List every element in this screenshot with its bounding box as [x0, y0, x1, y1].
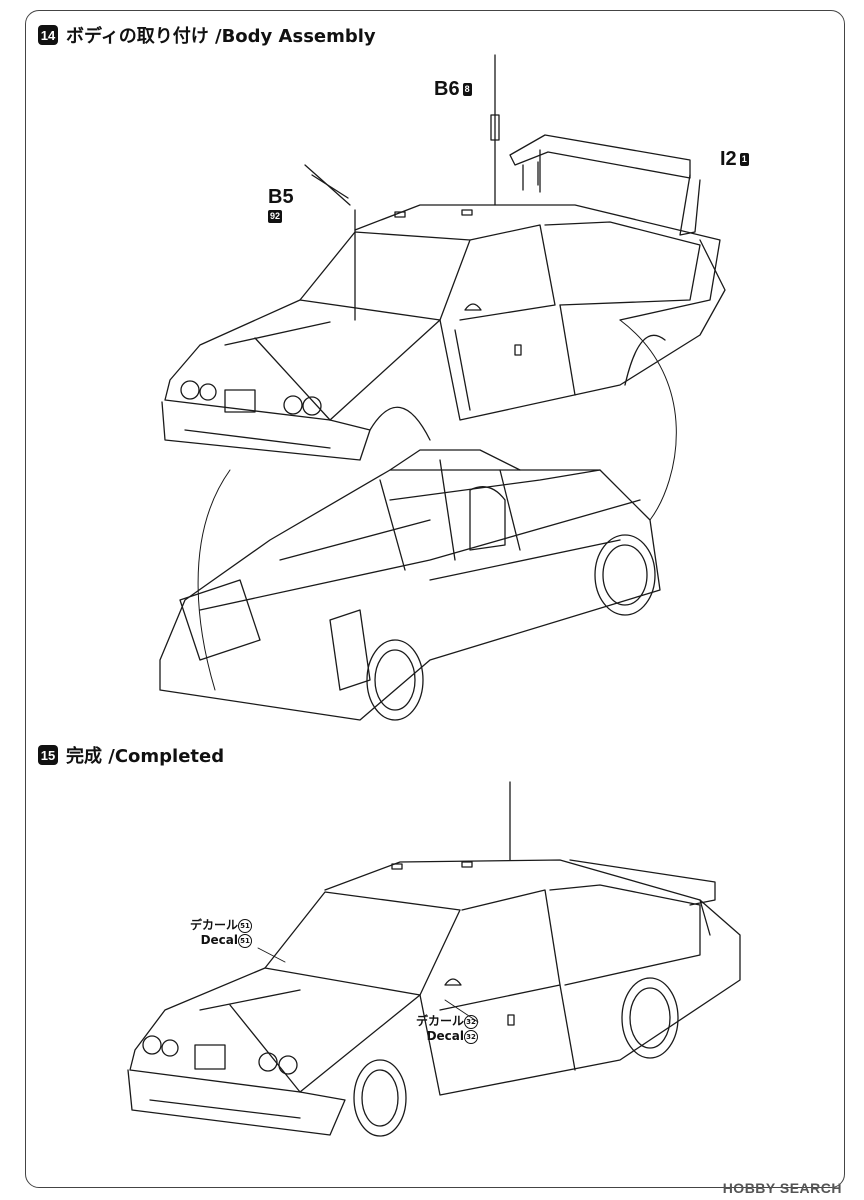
- decal-51-en: Decal: [200, 933, 239, 947]
- step-14-number: 14: [38, 25, 58, 45]
- step-14-header: 14 ボディの取り付け /Body Assembly: [38, 22, 376, 48]
- part-b5-tag: 92: [268, 210, 283, 223]
- part-b5-callout: B5 92: [268, 186, 294, 223]
- body-shell-drawing: [161, 204, 726, 461]
- part-i2-callout: I2 1: [720, 148, 749, 171]
- step-15-number: 15: [38, 745, 58, 765]
- chassis-drawing: [159, 449, 661, 721]
- completed-car-drawing: [127, 781, 741, 1137]
- decal-32-number-en: 32: [464, 1029, 479, 1044]
- part-b6-callout: B6 8: [434, 78, 472, 101]
- part-b6-label: B6: [434, 78, 460, 100]
- part-i2-tag: 1: [739, 153, 749, 166]
- part-i2-label: I2: [720, 148, 737, 170]
- decal-32-jp: デカール: [416, 1014, 465, 1028]
- rear-wing-part: [509, 134, 701, 236]
- step-15-title: 完成 /Completed: [66, 746, 225, 767]
- decal-51-jp: デカール: [190, 918, 239, 932]
- decal-32-en: Decal: [426, 1029, 465, 1043]
- step-14-title: ボディの取り付け /Body Assembly: [66, 26, 376, 47]
- decal-51-number: 51: [238, 918, 253, 933]
- step-15-header: 15 完成 /Completed: [38, 742, 224, 768]
- watermark: HOBBY SEARCH: [722, 1180, 842, 1196]
- part-b5-label: B5: [268, 186, 294, 208]
- instruction-sheet: [25, 10, 845, 1188]
- part-b6-tag: 8: [462, 83, 472, 96]
- antenna-part: [490, 54, 500, 206]
- decal-51-number-en: 51: [238, 933, 253, 948]
- wiper-part: [304, 164, 356, 321]
